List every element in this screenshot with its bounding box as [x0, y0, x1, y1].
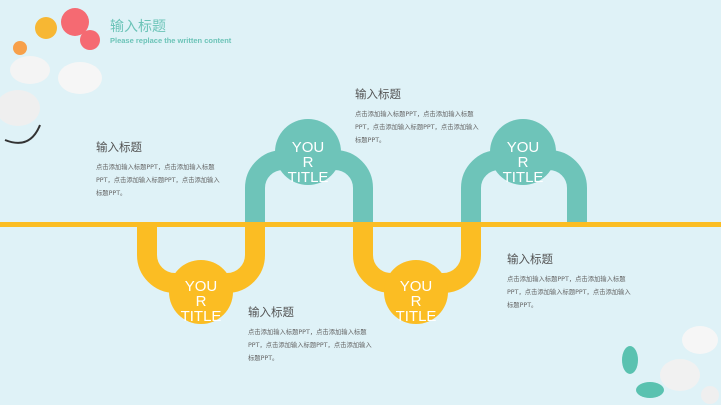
text-block-3: 输入标题点击添加输入标题PPT，点击添加输入标题PPT，点击添加输入标题PPT，…: [248, 304, 373, 365]
page-subtitle: Please replace the written content: [110, 36, 232, 45]
teal-circle-2: [490, 119, 556, 185]
flower-decoration-bottom-right: [622, 326, 719, 404]
text-block-1: 输入标题点击添加输入标题PPT，点击添加输入标题PPT，点击添加输入标题PPT，…: [96, 139, 221, 200]
block-body: 点击添加输入标题PPT，点击添加输入标题PPT，点击添加输入标题PPT，点击添加…: [507, 276, 631, 309]
block-heading: 输入标题: [355, 87, 401, 101]
block-body: 点击添加输入标题PPT，点击添加输入标题PPT，点击添加输入标题PPT，点击添加…: [355, 111, 479, 144]
page-title: 输入标题: [110, 19, 166, 35]
block-body: 点击添加输入标题PPT，点击添加输入标题PPT，点击添加输入标题PPT，点击添加…: [96, 164, 220, 197]
text-block-4: 输入标题点击添加输入标题PPT，点击添加输入标题PPT，点击添加输入标题PPT，…: [507, 251, 632, 312]
block-heading: 输入标题: [96, 140, 142, 154]
yellow-circle-2: [384, 260, 448, 324]
teal-circle-1: [275, 119, 341, 185]
flower-decoration-top-left: [0, 8, 102, 144]
block-heading: 输入标题: [248, 305, 294, 319]
block-body: 点击添加输入标题PPT，点击添加输入标题PPT，点击添加输入标题PPT，点击添加…: [248, 329, 372, 362]
text-block-2: 输入标题点击添加输入标题PPT，点击添加输入标题PPT，点击添加输入标题PPT，…: [355, 86, 480, 147]
yellow-circle-1: [169, 260, 233, 324]
block-heading: 输入标题: [507, 252, 553, 266]
